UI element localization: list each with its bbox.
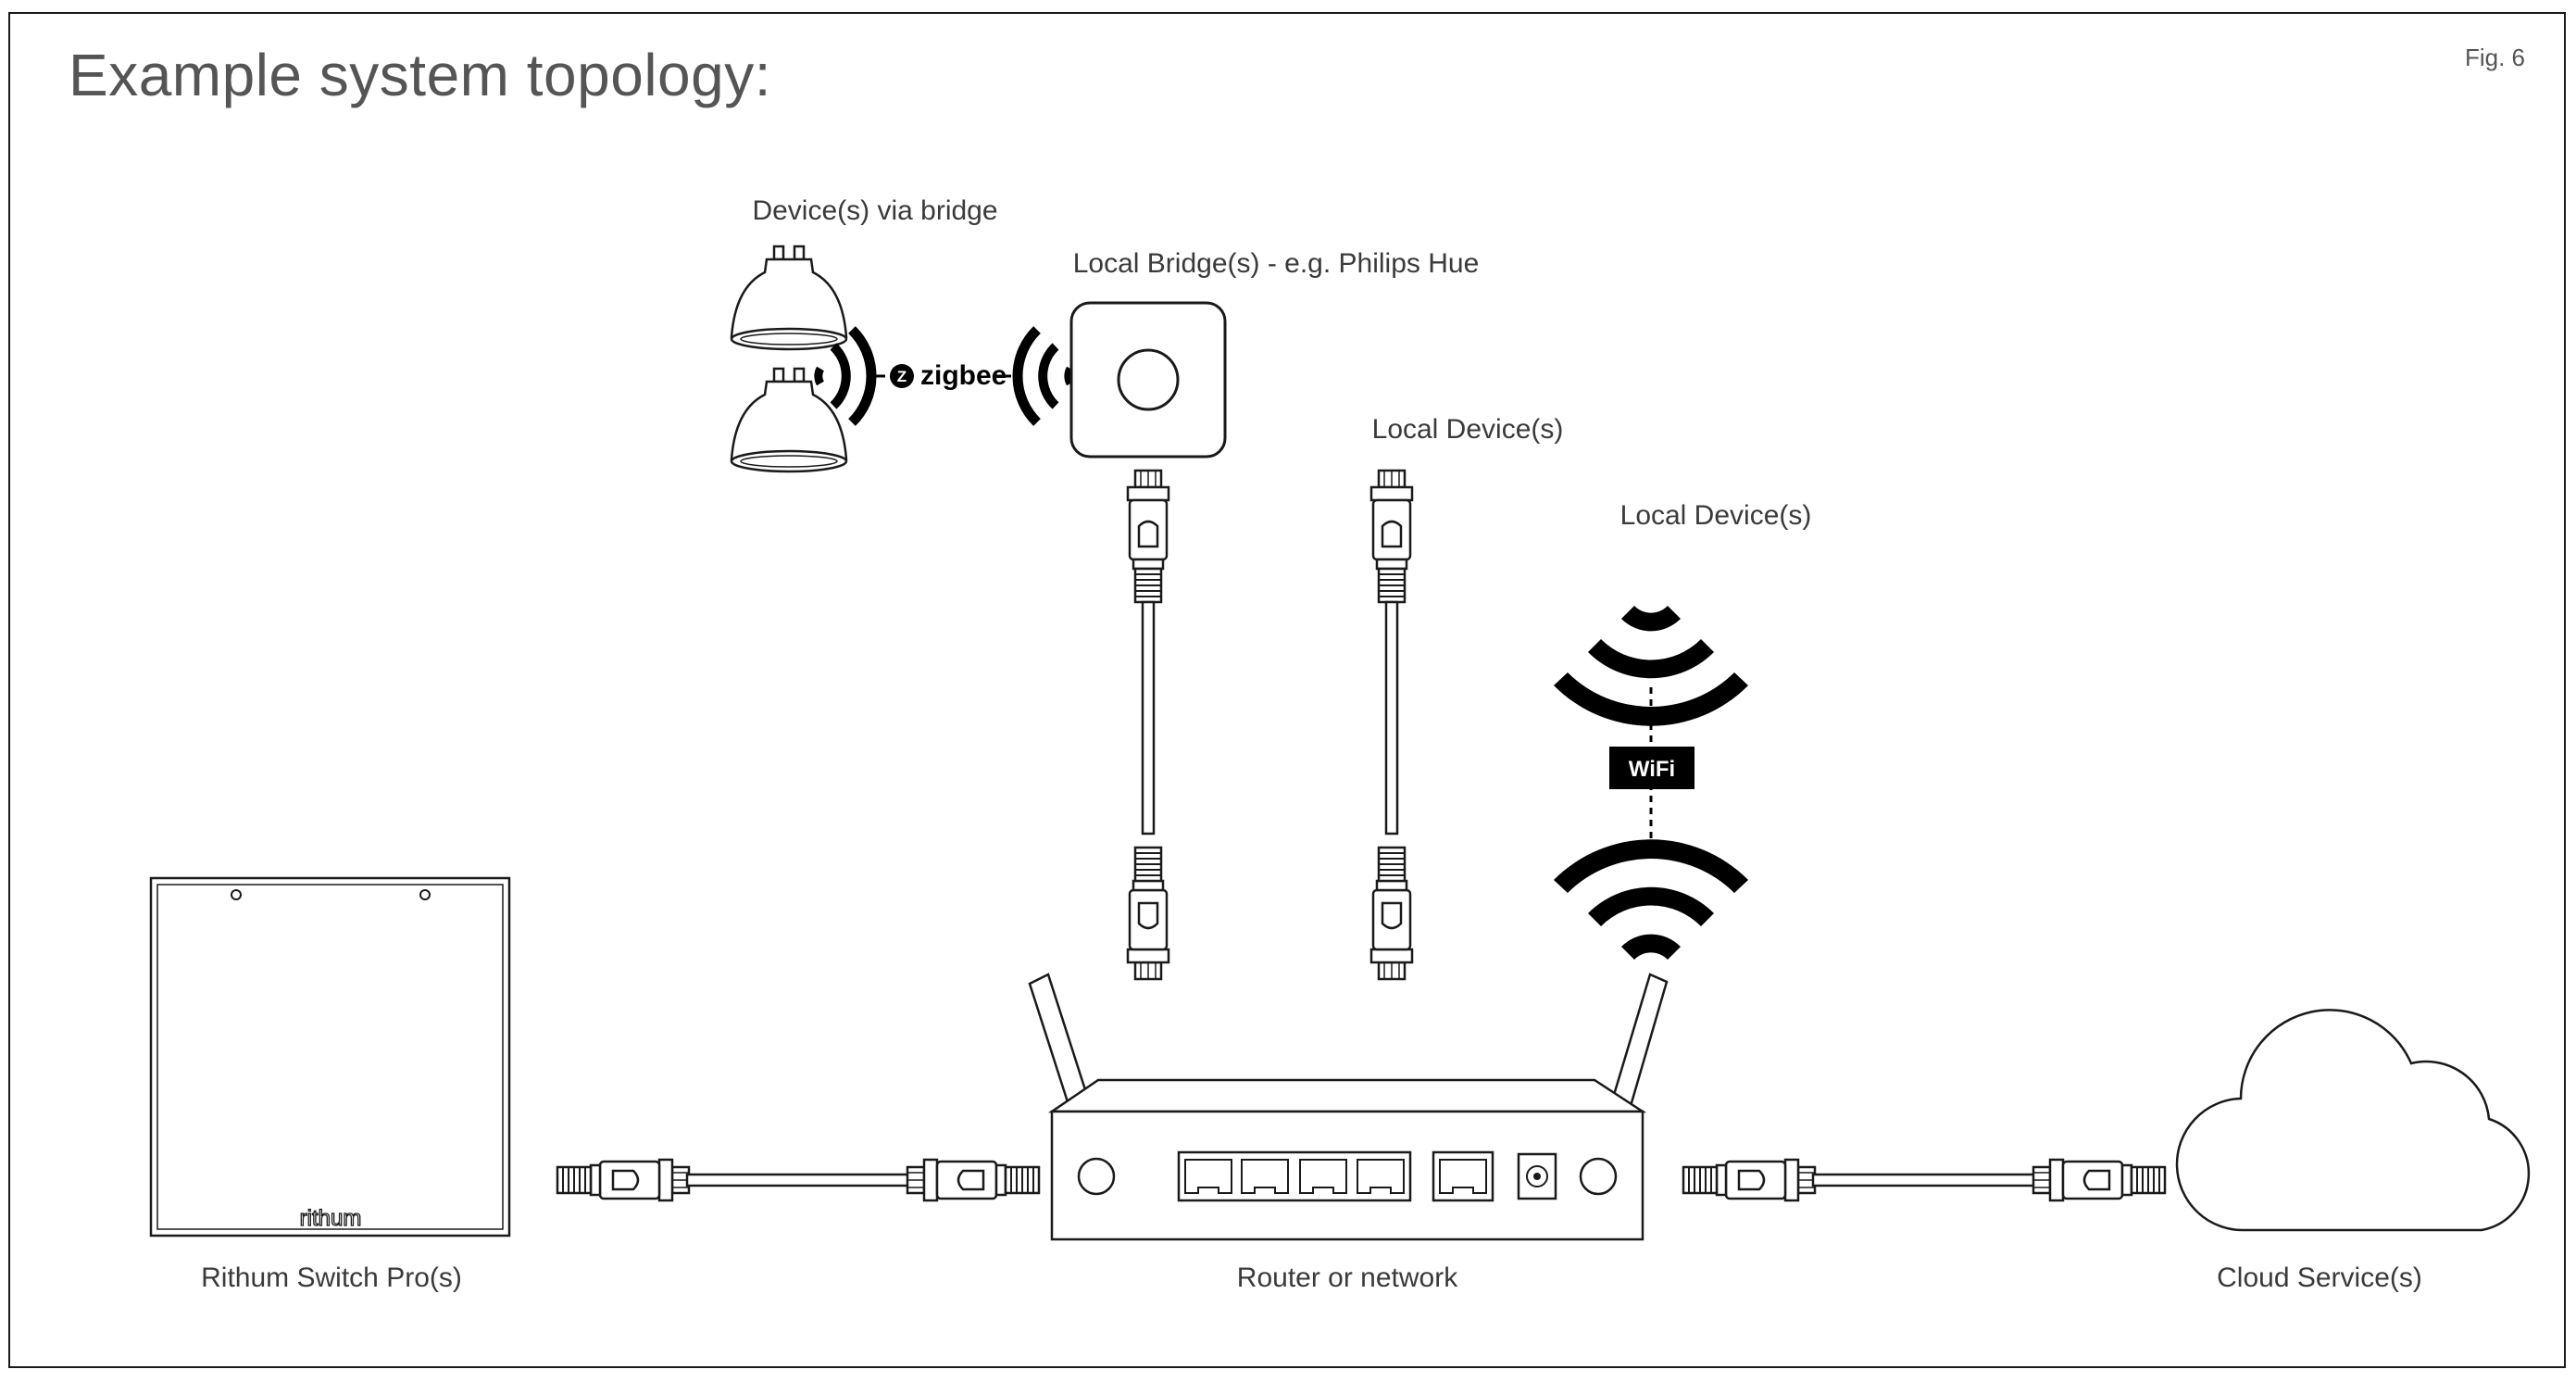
- ethernet-cable-icon: [1369, 469, 1414, 981]
- spotlight-bulb-icon: [730, 367, 848, 473]
- ethernet-cable-icon: [1126, 469, 1170, 981]
- router-icon: [1028, 973, 1669, 1241]
- label-local-devices-wired: Local Device(s): [1371, 414, 1564, 445]
- cloud-icon: [2175, 1009, 2531, 1232]
- label-local-devices-wifi: Local Device(s): [1619, 500, 1812, 531]
- wifi-badge: WiFi: [1609, 747, 1694, 789]
- label-devices-via-bridge: Device(s) via bridge: [752, 195, 998, 226]
- label-router: Router or network: [1236, 1263, 1458, 1293]
- rithum-logo: rithum: [300, 1206, 362, 1231]
- switch-panel-icon: rithum: [149, 876, 511, 1238]
- svg-text:Z: Z: [897, 368, 907, 385]
- zigbee-signal-icon: Z zigbee: [814, 326, 1075, 426]
- label-cloud: Cloud Service(s): [2217, 1263, 2422, 1293]
- label-local-bridge: Local Bridge(s) - e.g. Philips Hue: [1072, 248, 1480, 279]
- figure-label: Fig. 6: [2464, 44, 2525, 71]
- diagram-frame: [8, 12, 2566, 1368]
- page-title: Example system topology:: [69, 42, 771, 108]
- ethernet-cable-icon: [556, 1158, 1041, 1202]
- bridge-icon: [1069, 301, 1227, 459]
- wifi-badge-text: WiFi: [1629, 757, 1675, 782]
- spotlight-bulb-icon: [730, 245, 848, 351]
- ethernet-cable-icon: [1682, 1158, 2167, 1202]
- label-switch: Rithum Switch Pro(s): [201, 1263, 462, 1293]
- zigbee-label: zigbee: [920, 360, 1007, 391]
